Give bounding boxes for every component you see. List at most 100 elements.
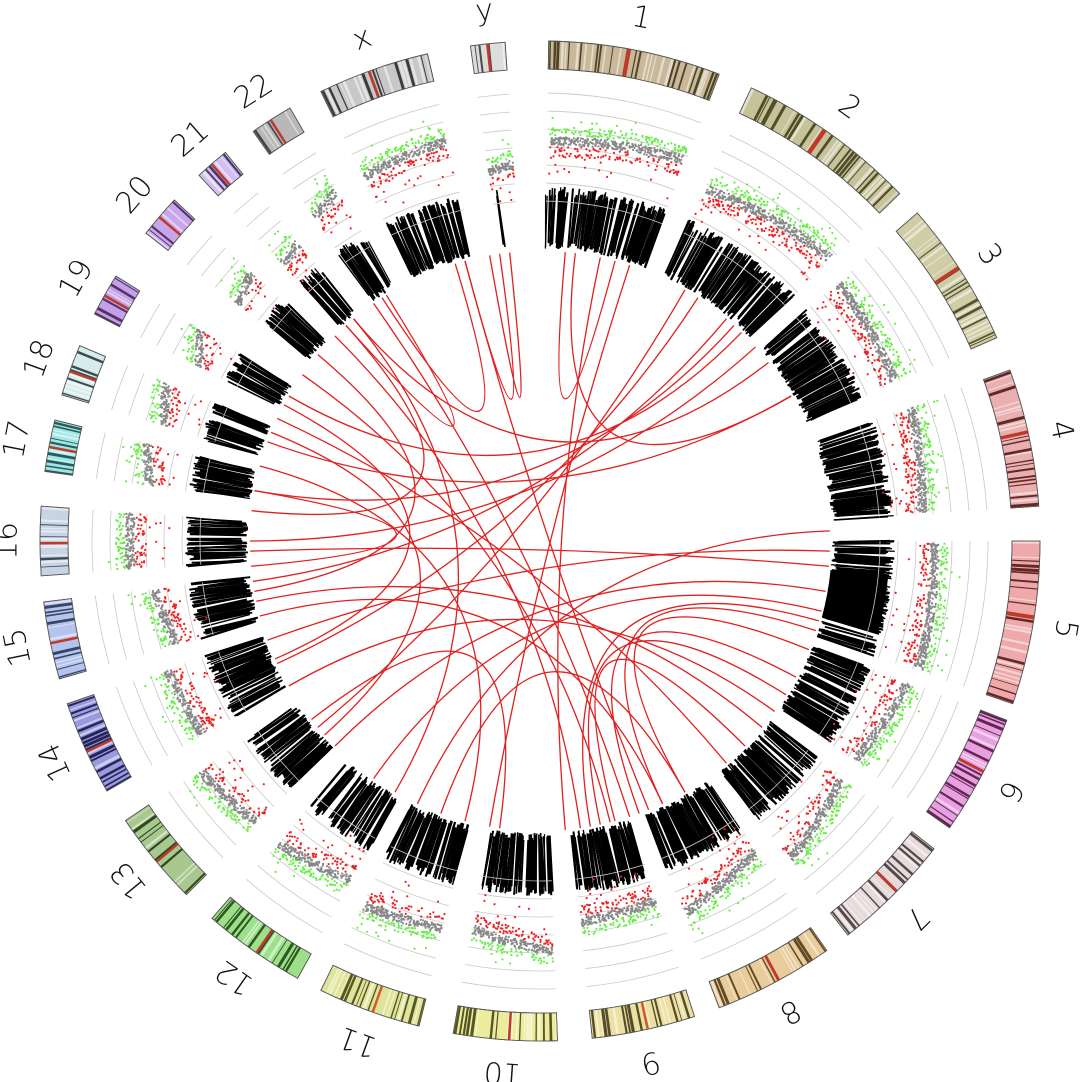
chromosome-label: 3 xyxy=(970,237,1010,272)
chromosome-label: 10 xyxy=(483,1054,524,1082)
sv-link xyxy=(373,594,822,779)
sv-link xyxy=(464,253,515,400)
sv-link xyxy=(381,263,486,413)
sv-link xyxy=(373,303,631,818)
breakpoint-bars-track xyxy=(185,186,895,896)
chromosome-16-ideogram xyxy=(39,505,70,577)
sv-link xyxy=(353,318,769,443)
sv-link xyxy=(587,640,787,825)
chromosome-x-bars xyxy=(385,198,471,278)
chromosome-ideogram-track xyxy=(39,40,1041,1042)
sv-link xyxy=(267,395,792,483)
sv-link xyxy=(345,294,455,427)
sv-link xyxy=(249,346,756,542)
sv-link xyxy=(610,631,797,814)
chromosome-13-bars xyxy=(247,707,334,788)
sv-link xyxy=(334,335,582,829)
structural-variant-links xyxy=(249,252,830,830)
sv-link xyxy=(267,549,830,641)
chromosome-13-scatter xyxy=(168,730,300,859)
chromosome-label: 1 xyxy=(629,0,654,37)
chromosome-6-ideogram xyxy=(926,709,1008,829)
sv-link xyxy=(440,671,686,814)
chromosome-22-bars xyxy=(338,241,392,302)
sv-link xyxy=(558,252,616,400)
chromosome-19-scatter xyxy=(140,303,253,387)
chromosome-11-scatter xyxy=(343,846,458,977)
chromosome-20-ideogram xyxy=(145,199,196,251)
sv-link xyxy=(570,253,792,446)
chromosome-9-bars xyxy=(570,820,646,892)
chromosome-5-ideogram xyxy=(985,540,1041,705)
chromosome-21-bars xyxy=(299,268,354,326)
chromosome-label: 7 xyxy=(898,899,936,937)
chromosome-15-bars xyxy=(189,576,259,640)
chromosome-3-scatter xyxy=(796,246,950,403)
chromosome-17-bars xyxy=(189,455,255,500)
sv-link xyxy=(259,465,482,822)
chromosome-x-scatter xyxy=(343,104,464,236)
chromosome-20-scatter xyxy=(186,235,292,332)
sv-link xyxy=(353,318,459,793)
sv-link xyxy=(276,417,727,764)
sv-link xyxy=(270,431,421,736)
chromosome-label: 17 xyxy=(0,417,38,461)
sv-link xyxy=(594,658,746,822)
chromosome-5-bars xyxy=(816,539,895,657)
chromosome-10-ideogram xyxy=(452,1005,558,1042)
chromosome-4-scatter xyxy=(859,387,988,518)
sv-link xyxy=(274,404,411,660)
chromosome-label: 15 xyxy=(0,625,39,669)
sv-link xyxy=(251,325,425,516)
sv-link xyxy=(464,260,650,811)
chromosome-x-ideogram xyxy=(320,53,435,118)
chromosome-6-bars xyxy=(781,646,871,743)
chromosome-13-ideogram xyxy=(124,804,207,896)
chromosome-16-scatter xyxy=(91,509,202,573)
chromosome-1-scatter xyxy=(545,92,701,224)
sv-link xyxy=(557,257,601,830)
sv-link xyxy=(633,616,810,793)
chromosome-3-ideogram xyxy=(895,212,998,350)
chromosome-1-bars xyxy=(544,186,666,269)
sv-link xyxy=(254,325,735,501)
chromosome-4-ideogram xyxy=(983,369,1040,509)
sv-link xyxy=(250,547,829,567)
chromosome-19-bars xyxy=(226,353,292,405)
chromosome-3-bars xyxy=(763,308,862,423)
chromosome-21-scatter xyxy=(234,192,327,293)
chromosome-6-scatter xyxy=(818,662,959,799)
copy-number-scatter-track xyxy=(91,92,989,990)
chromosome-17-ideogram xyxy=(44,419,83,476)
chromosome-14-scatter xyxy=(116,651,246,766)
sv-link xyxy=(251,490,397,567)
chromosome-label: 4 xyxy=(1042,417,1080,443)
chromosome-label: y xyxy=(474,0,495,29)
chromosome-label: 14 xyxy=(31,737,79,786)
chromosome-16-bars xyxy=(185,516,249,568)
chromosome-label: 9 xyxy=(638,1043,664,1081)
chromosome-label: 22 xyxy=(228,66,279,116)
chromosome-label: 2 xyxy=(832,87,868,127)
chromosome-label: 6 xyxy=(991,775,1031,808)
chromosome-9-scatter xyxy=(575,863,679,987)
chromosome-14-bars xyxy=(204,636,287,717)
chromosome-7-bars xyxy=(721,720,818,820)
sv-link xyxy=(416,530,830,805)
chromosome-12-bars xyxy=(310,763,397,851)
chromosome-22-scatter xyxy=(282,152,371,263)
chromosome-8-ideogram xyxy=(708,927,828,1009)
chromosome-8-scatter xyxy=(661,819,798,960)
chromosome-22-ideogram xyxy=(252,107,305,155)
chromosome-1-ideogram xyxy=(547,40,720,101)
sv-link xyxy=(489,252,522,399)
chromosome-7-ideogram xyxy=(830,831,935,936)
chromosome-18-ideogram xyxy=(61,345,107,404)
chromosome-label: 21 xyxy=(164,113,216,164)
sv-link xyxy=(582,602,819,827)
sv-link xyxy=(259,598,664,805)
chromosome-11-bars xyxy=(385,803,470,886)
chromosome-label: x xyxy=(348,19,376,58)
